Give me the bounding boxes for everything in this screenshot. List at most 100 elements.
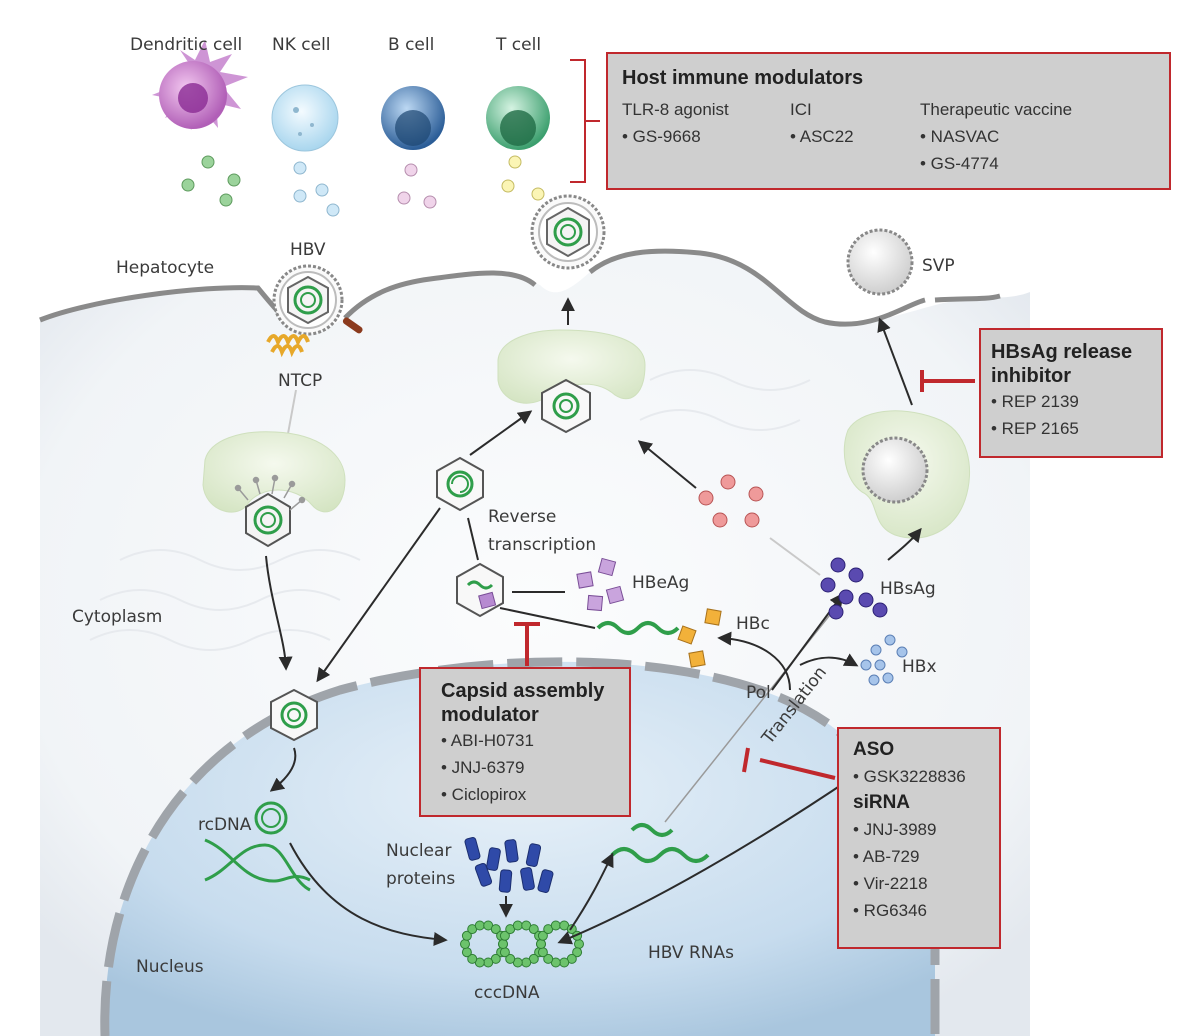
sirna-item-2: • AB-729 [853, 847, 920, 866]
label-nucleus: Nucleus [136, 957, 204, 977]
rcdna [204, 801, 311, 892]
capsid-to-pgrna-line [499, 607, 596, 629]
er-background [89, 369, 811, 651]
aso-title: ASO [853, 739, 895, 760]
hbsag-release-item-1: • REP 2139 [991, 392, 1079, 411]
b-cell [381, 86, 445, 209]
hbv-virion-entry [272, 264, 344, 336]
cell-membrane-2 [343, 270, 537, 320]
capsid-item-3: • Ciclopirox [441, 785, 527, 804]
capsid-upper-line [467, 517, 479, 561]
hbsag-release-inhibitor-box: HBsAg release inhibitor • REP 2139 • REP… [979, 328, 1163, 458]
translation-line [664, 595, 846, 823]
ici-item: • ASC22 [790, 127, 854, 146]
svp-released [846, 228, 914, 296]
label-b-cell: B cell [388, 35, 434, 55]
label-nk-cell: NK cell [272, 35, 331, 55]
aso-item-1: • GSK3228836 [853, 767, 966, 786]
label-hbv-rnas: HBV RNAs [648, 943, 734, 963]
arrow-endosome-to-nucleus [265, 555, 293, 671]
budding-vesicle [497, 329, 646, 434]
label-hbv: HBV [290, 240, 326, 260]
hbv-virion-released [530, 194, 606, 270]
arrow-sirna-to-cccdna [557, 774, 857, 945]
cell-membrane-4 [934, 293, 1001, 303]
aso-inhibitor-line [742, 747, 836, 780]
mature-capsid [436, 456, 484, 512]
hbsag-release-inhibitor-bar [920, 370, 975, 392]
pgrna-cytoplasm [596, 621, 680, 635]
cccdna [460, 920, 584, 968]
ntcp-receptor [266, 334, 310, 358]
label-proteins: proteins [386, 869, 455, 889]
hbsag-release-item-2: • REP 2165 [991, 419, 1079, 438]
arrow-to-hbx [799, 653, 859, 667]
capsid-title-1: Capsid assembly [441, 680, 605, 702]
nk-cell [271, 84, 340, 217]
hbsag-release-title-2: inhibitor [991, 365, 1071, 387]
arrow-cccdna-to-rna [569, 852, 614, 931]
label-ntcp: NTCP [278, 371, 322, 391]
host-immune-modulators-box: Host immune modulators TLR-8 agonist • G… [606, 52, 1171, 190]
hbc-cubes [677, 608, 722, 668]
hbsag-particles [820, 557, 888, 620]
vaccine-heading: Therapeutic vaccine [920, 100, 1073, 119]
ici-heading: ICI [790, 100, 812, 119]
nuclear-proteins [464, 836, 554, 894]
secreted-particles [698, 474, 764, 528]
arrow-capsid-to-er [469, 410, 533, 456]
immature-capsid [456, 562, 504, 618]
label-cccdna: cccDNA [474, 983, 540, 1003]
sirna-item-3: • Vir-2218 [853, 874, 928, 893]
label-hbx: HBx [902, 657, 937, 677]
arrow-pol-to-hbc [717, 631, 791, 691]
label-svp: SVP [922, 256, 955, 276]
capsid-item-1: • ABI-H0731 [441, 731, 534, 750]
immune-bracket [570, 59, 600, 183]
vaccine-item-1: • NASVAC [920, 127, 1000, 146]
svp-vesicle [843, 410, 971, 539]
capsid-inhibitor-bar [514, 622, 540, 666]
sirna-item-4: • RG6346 [853, 901, 927, 920]
capsid-item-2: • JNJ-6379 [441, 758, 525, 777]
arrow-rcdna-to-cccdna [289, 842, 448, 946]
hbv-rna-short [630, 823, 674, 837]
capsid-assembly-modulator-box: Capsid assembly modulator • ABI-H0731 • … [419, 667, 631, 817]
arrow-particles-to-er [637, 440, 697, 489]
receptor-bar [342, 317, 363, 334]
label-rcdna: rcDNA [198, 815, 252, 835]
hbsag-release-title-1: HBsAg release [991, 341, 1133, 363]
dendritic-cell [152, 40, 248, 207]
arrow-capsid-to-rcdna [269, 747, 297, 792]
aso-sirna-box: ASO • GSK3228836 siRNA • JNJ-3989 • AB-7… [837, 727, 1001, 949]
t-cell [486, 86, 550, 201]
label-reverse: Reverse [488, 507, 556, 527]
hbv-rna-long [610, 847, 710, 863]
capsid-nuclear-pore [270, 688, 318, 742]
tlr8-heading: TLR-8 agonist [622, 100, 729, 119]
tlr8-item: • GS-9668 [622, 127, 701, 146]
capsid-title-2: modulator [441, 704, 539, 726]
label-nuclear: Nuclear [386, 841, 451, 861]
nucleus [104, 661, 935, 1036]
label-t-cell: T cell [495, 35, 541, 55]
host-immune-title: Host immune modulators [622, 67, 864, 89]
label-dendritic-cell: Dendritic cell [130, 35, 242, 55]
sirna-item-1: • JNJ-3989 [853, 820, 937, 839]
endosome [202, 431, 346, 548]
label-hbsag: HBsAg [880, 579, 936, 599]
arrow-capsid-to-nucleus [316, 507, 441, 683]
label-hepatocyte: Hepatocyte [116, 258, 214, 278]
label-transcription: transcription [488, 535, 596, 555]
vaccine-item-2: • GS-4774 [920, 154, 999, 173]
arrow-hbsag-to-vesicle [887, 527, 922, 561]
label-hbeag: HBeAg [632, 573, 689, 593]
hbx-particles [860, 634, 908, 686]
label-pol: Pol [746, 683, 771, 703]
hbeag-cubes [576, 557, 625, 612]
arrow-svp-vesicle-up [877, 317, 913, 406]
sirna-title: siRNA [853, 792, 911, 813]
label-cytoplasm: Cytoplasm [72, 607, 162, 627]
hbsag-to-particles-line [769, 537, 821, 576]
